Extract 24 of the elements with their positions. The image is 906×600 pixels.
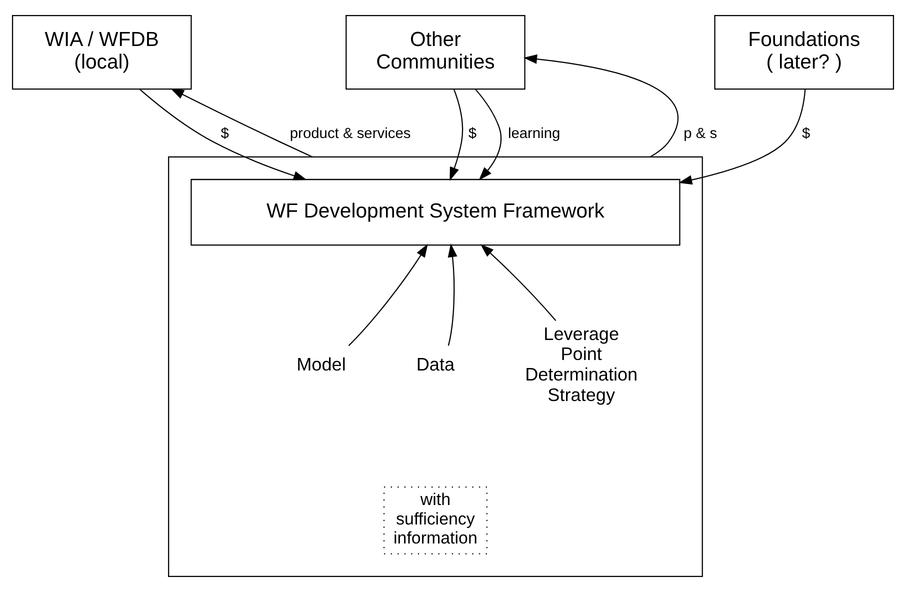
- edge-label: learning: [508, 126, 560, 142]
- node-text: Leverage Point Determination Strategy: [525, 323, 638, 404]
- node-text: Data: [416, 354, 455, 374]
- edge-label: product & services: [290, 126, 411, 142]
- arrow: [480, 244, 556, 320]
- edge-label: $: [220, 126, 229, 142]
- edge-label: p & s: [684, 126, 718, 142]
- edge-label: $: [802, 126, 810, 142]
- edge-label: $: [468, 126, 477, 142]
- node-box: Other Communities: [346, 14, 526, 90]
- arrow: [678, 88, 806, 184]
- node-box: Foundations ( later? ): [714, 14, 894, 90]
- node-box: WIA / WFDB (local): [12, 14, 192, 90]
- arrow: [448, 243, 458, 346]
- arrow: [523, 54, 678, 157]
- arrow: [475, 88, 502, 180]
- arrow: [170, 88, 313, 157]
- node-box: with sufficiency information: [383, 486, 488, 554]
- node-box: WF Development System Framework: [190, 178, 680, 246]
- arrow: [450, 88, 464, 180]
- arrow: [139, 88, 307, 180]
- node-text: Model: [296, 354, 346, 374]
- arrow: [348, 243, 428, 346]
- cluster: [168, 156, 703, 576]
